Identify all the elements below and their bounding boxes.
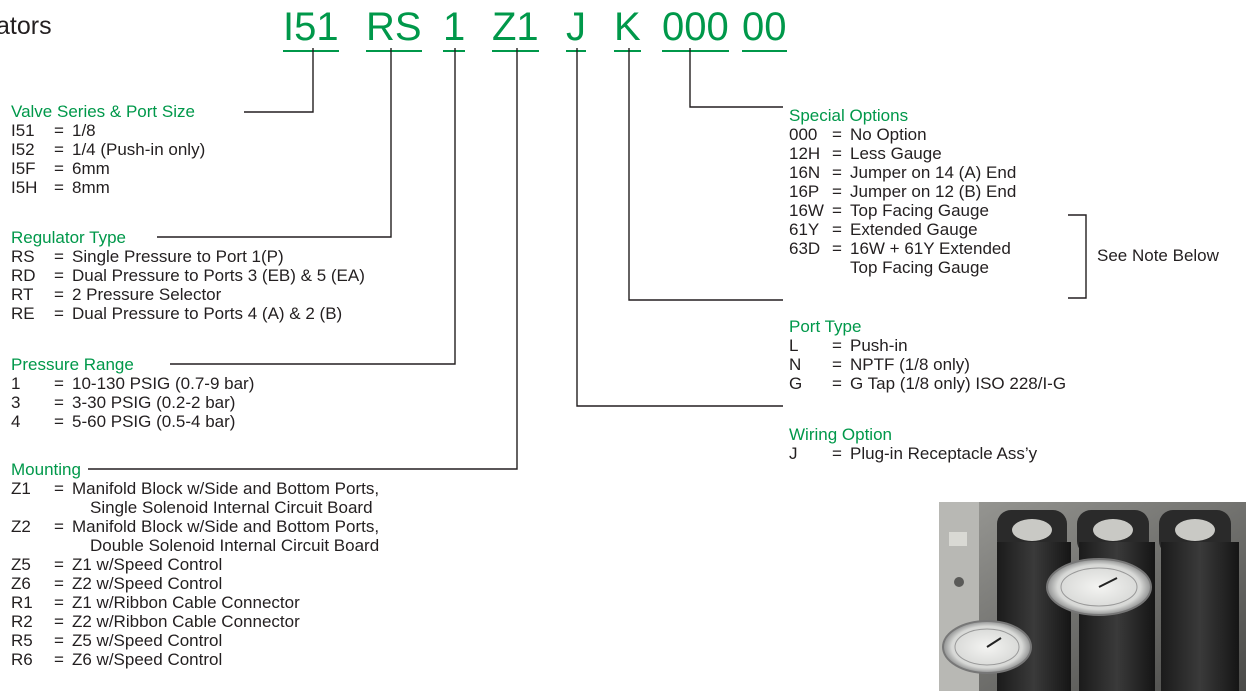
list-item: I5H=8mm bbox=[11, 178, 110, 197]
list-item: R6=Z6 w/Speed Control bbox=[11, 650, 222, 669]
list-item: I51=1/8 bbox=[11, 121, 96, 140]
list-item: R1=Z1 w/Ribbon Cable Connector bbox=[11, 593, 300, 612]
list-item: R5=Z5 w/Speed Control bbox=[11, 631, 222, 650]
list-item-continuation: Top Facing Gauge bbox=[850, 258, 989, 277]
list-item: Z2=Manifold Block w/Side and Bottom Port… bbox=[11, 517, 379, 536]
connector-port bbox=[629, 48, 783, 300]
list-item-continuation: Single Solenoid Internal Circuit Board bbox=[90, 498, 373, 517]
section-title-special-options: Special Options bbox=[789, 107, 908, 125]
list-item: RT=2 Pressure Selector bbox=[11, 285, 221, 304]
list-item: J=Plug-in Receptacle Ass’y bbox=[789, 444, 1037, 463]
list-item: RE=Dual Pressure to Ports 4 (A) & 2 (B) bbox=[11, 304, 342, 323]
list-item: RS=Single Pressure to Port 1(P) bbox=[11, 247, 284, 266]
list-item: 61Y=Extended Gauge bbox=[789, 220, 978, 239]
list-item: 16W=Top Facing Gauge bbox=[789, 201, 989, 220]
list-item: RD=Dual Pressure to Ports 3 (EB) & 5 (EA… bbox=[11, 266, 365, 285]
list-item: Z6=Z2 w/Speed Control bbox=[11, 574, 222, 593]
list-item: 1=10-130 PSIG (0.7-9 bar) bbox=[11, 374, 254, 393]
list-item: 4=5-60 PSIG (0.5-4 bar) bbox=[11, 412, 235, 431]
section-title-mounting: Mounting bbox=[11, 461, 81, 479]
list-item: L=Push-in bbox=[789, 336, 908, 355]
see-note-label: See Note Below bbox=[1097, 246, 1219, 265]
section-title-wiring-option: Wiring Option bbox=[789, 426, 892, 444]
connector-series bbox=[244, 48, 313, 112]
product-photo bbox=[939, 502, 1246, 691]
list-item: 63D=16W + 61Y Extended bbox=[789, 239, 1011, 258]
list-item: Z5=Z1 w/Speed Control bbox=[11, 555, 222, 574]
list-item-continuation: Double Solenoid Internal Circuit Board bbox=[90, 536, 379, 555]
connector-special bbox=[690, 48, 783, 107]
section-title-port-type: Port Type bbox=[789, 318, 861, 336]
connector-wiring bbox=[577, 48, 783, 406]
section-title-regulator-type: Regulator Type bbox=[11, 229, 126, 247]
list-item: 3=3-30 PSIG (0.2-2 bar) bbox=[11, 393, 235, 412]
list-item: N=NPTF (1/8 only) bbox=[789, 355, 970, 374]
list-item: I5F=6mm bbox=[11, 159, 110, 178]
section-title-valve-series: Valve Series & Port Size bbox=[11, 103, 195, 121]
list-item: I52=1/4 (Push-in only) bbox=[11, 140, 205, 159]
section-title-pressure-range: Pressure Range bbox=[11, 356, 134, 374]
list-item: G=G Tap (1/8 only) ISO 228/I-G bbox=[789, 374, 1066, 393]
list-item: 12H=Less Gauge bbox=[789, 144, 942, 163]
list-item: 000=No Option bbox=[789, 125, 927, 144]
list-item: Z1=Manifold Block w/Side and Bottom Port… bbox=[11, 479, 379, 498]
note-bracket bbox=[1068, 215, 1086, 298]
list-item: R2=Z2 w/Ribbon Cable Connector bbox=[11, 612, 300, 631]
list-item: 16P=Jumper on 12 (B) End bbox=[789, 182, 1016, 201]
list-item: 16N=Jumper on 14 (A) End bbox=[789, 163, 1016, 182]
